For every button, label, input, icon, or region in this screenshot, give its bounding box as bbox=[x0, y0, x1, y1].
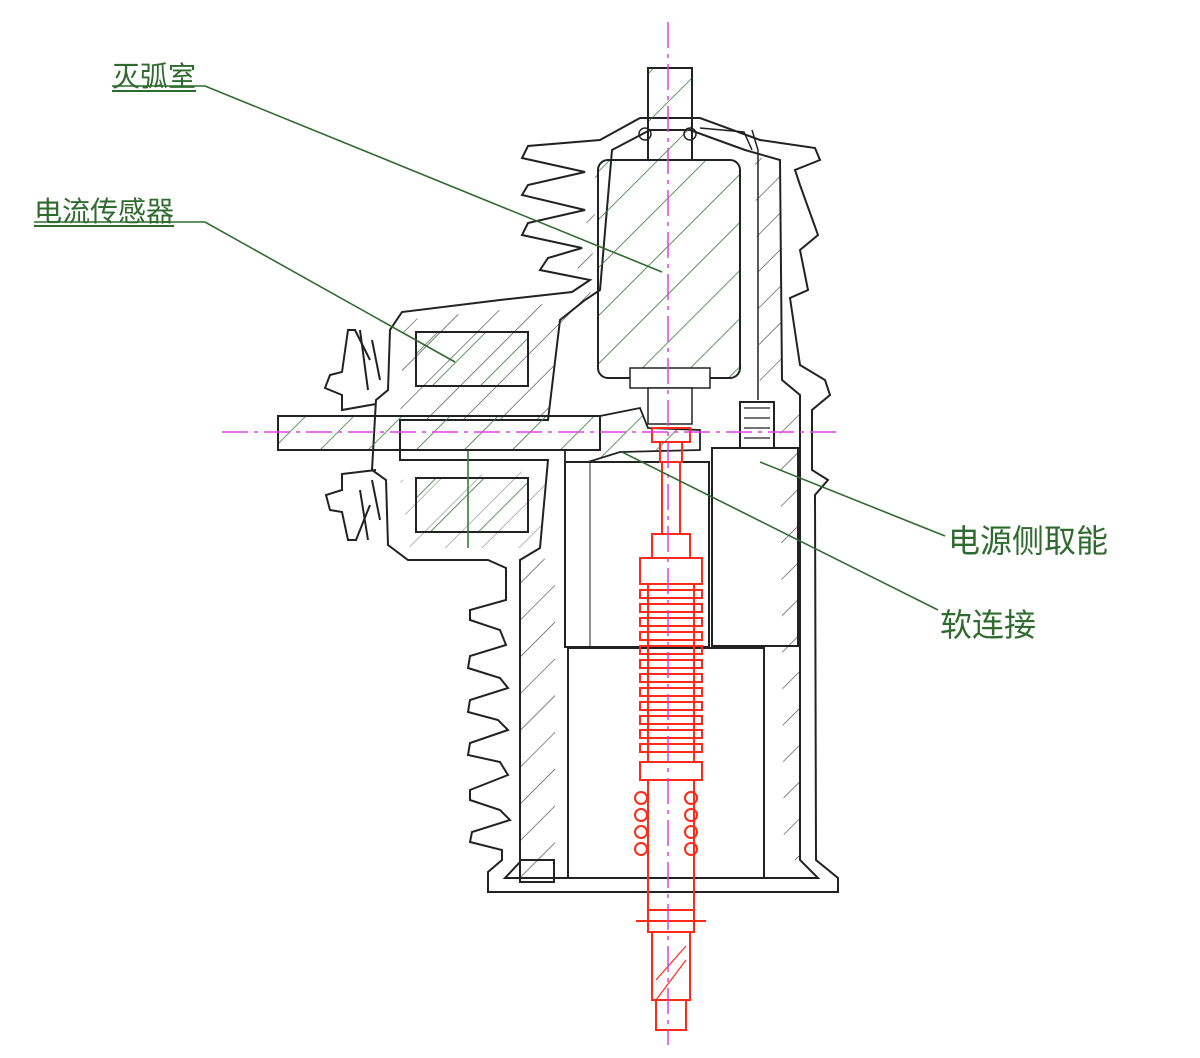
leader-power-side-energy bbox=[759, 461, 946, 537]
insulating-pull-rod bbox=[634, 427, 706, 1031]
arc-chamber-body bbox=[597, 67, 741, 425]
pull-rod-ribs bbox=[639, 589, 703, 753]
label-arc-chamber: 灭弧室 bbox=[112, 60, 197, 93]
leader-lines bbox=[34, 85, 946, 611]
inner-cavity bbox=[519, 461, 765, 883]
label-power-side-energy: 电源侧取能 bbox=[948, 522, 1109, 560]
power-side-energy-unit bbox=[699, 127, 799, 647]
label-soft-connection: 软连接 bbox=[940, 606, 1037, 644]
leader-current-sensor bbox=[34, 221, 456, 363]
center-lines bbox=[222, 22, 840, 1045]
spring-coils bbox=[634, 791, 698, 856]
leader-soft-connection bbox=[621, 451, 939, 611]
label-current-sensor: 电流传感器 bbox=[34, 195, 175, 228]
current-sensor-coils bbox=[415, 331, 529, 548]
conductor-bar bbox=[277, 406, 701, 463]
leader-arc-chamber bbox=[112, 85, 663, 273]
